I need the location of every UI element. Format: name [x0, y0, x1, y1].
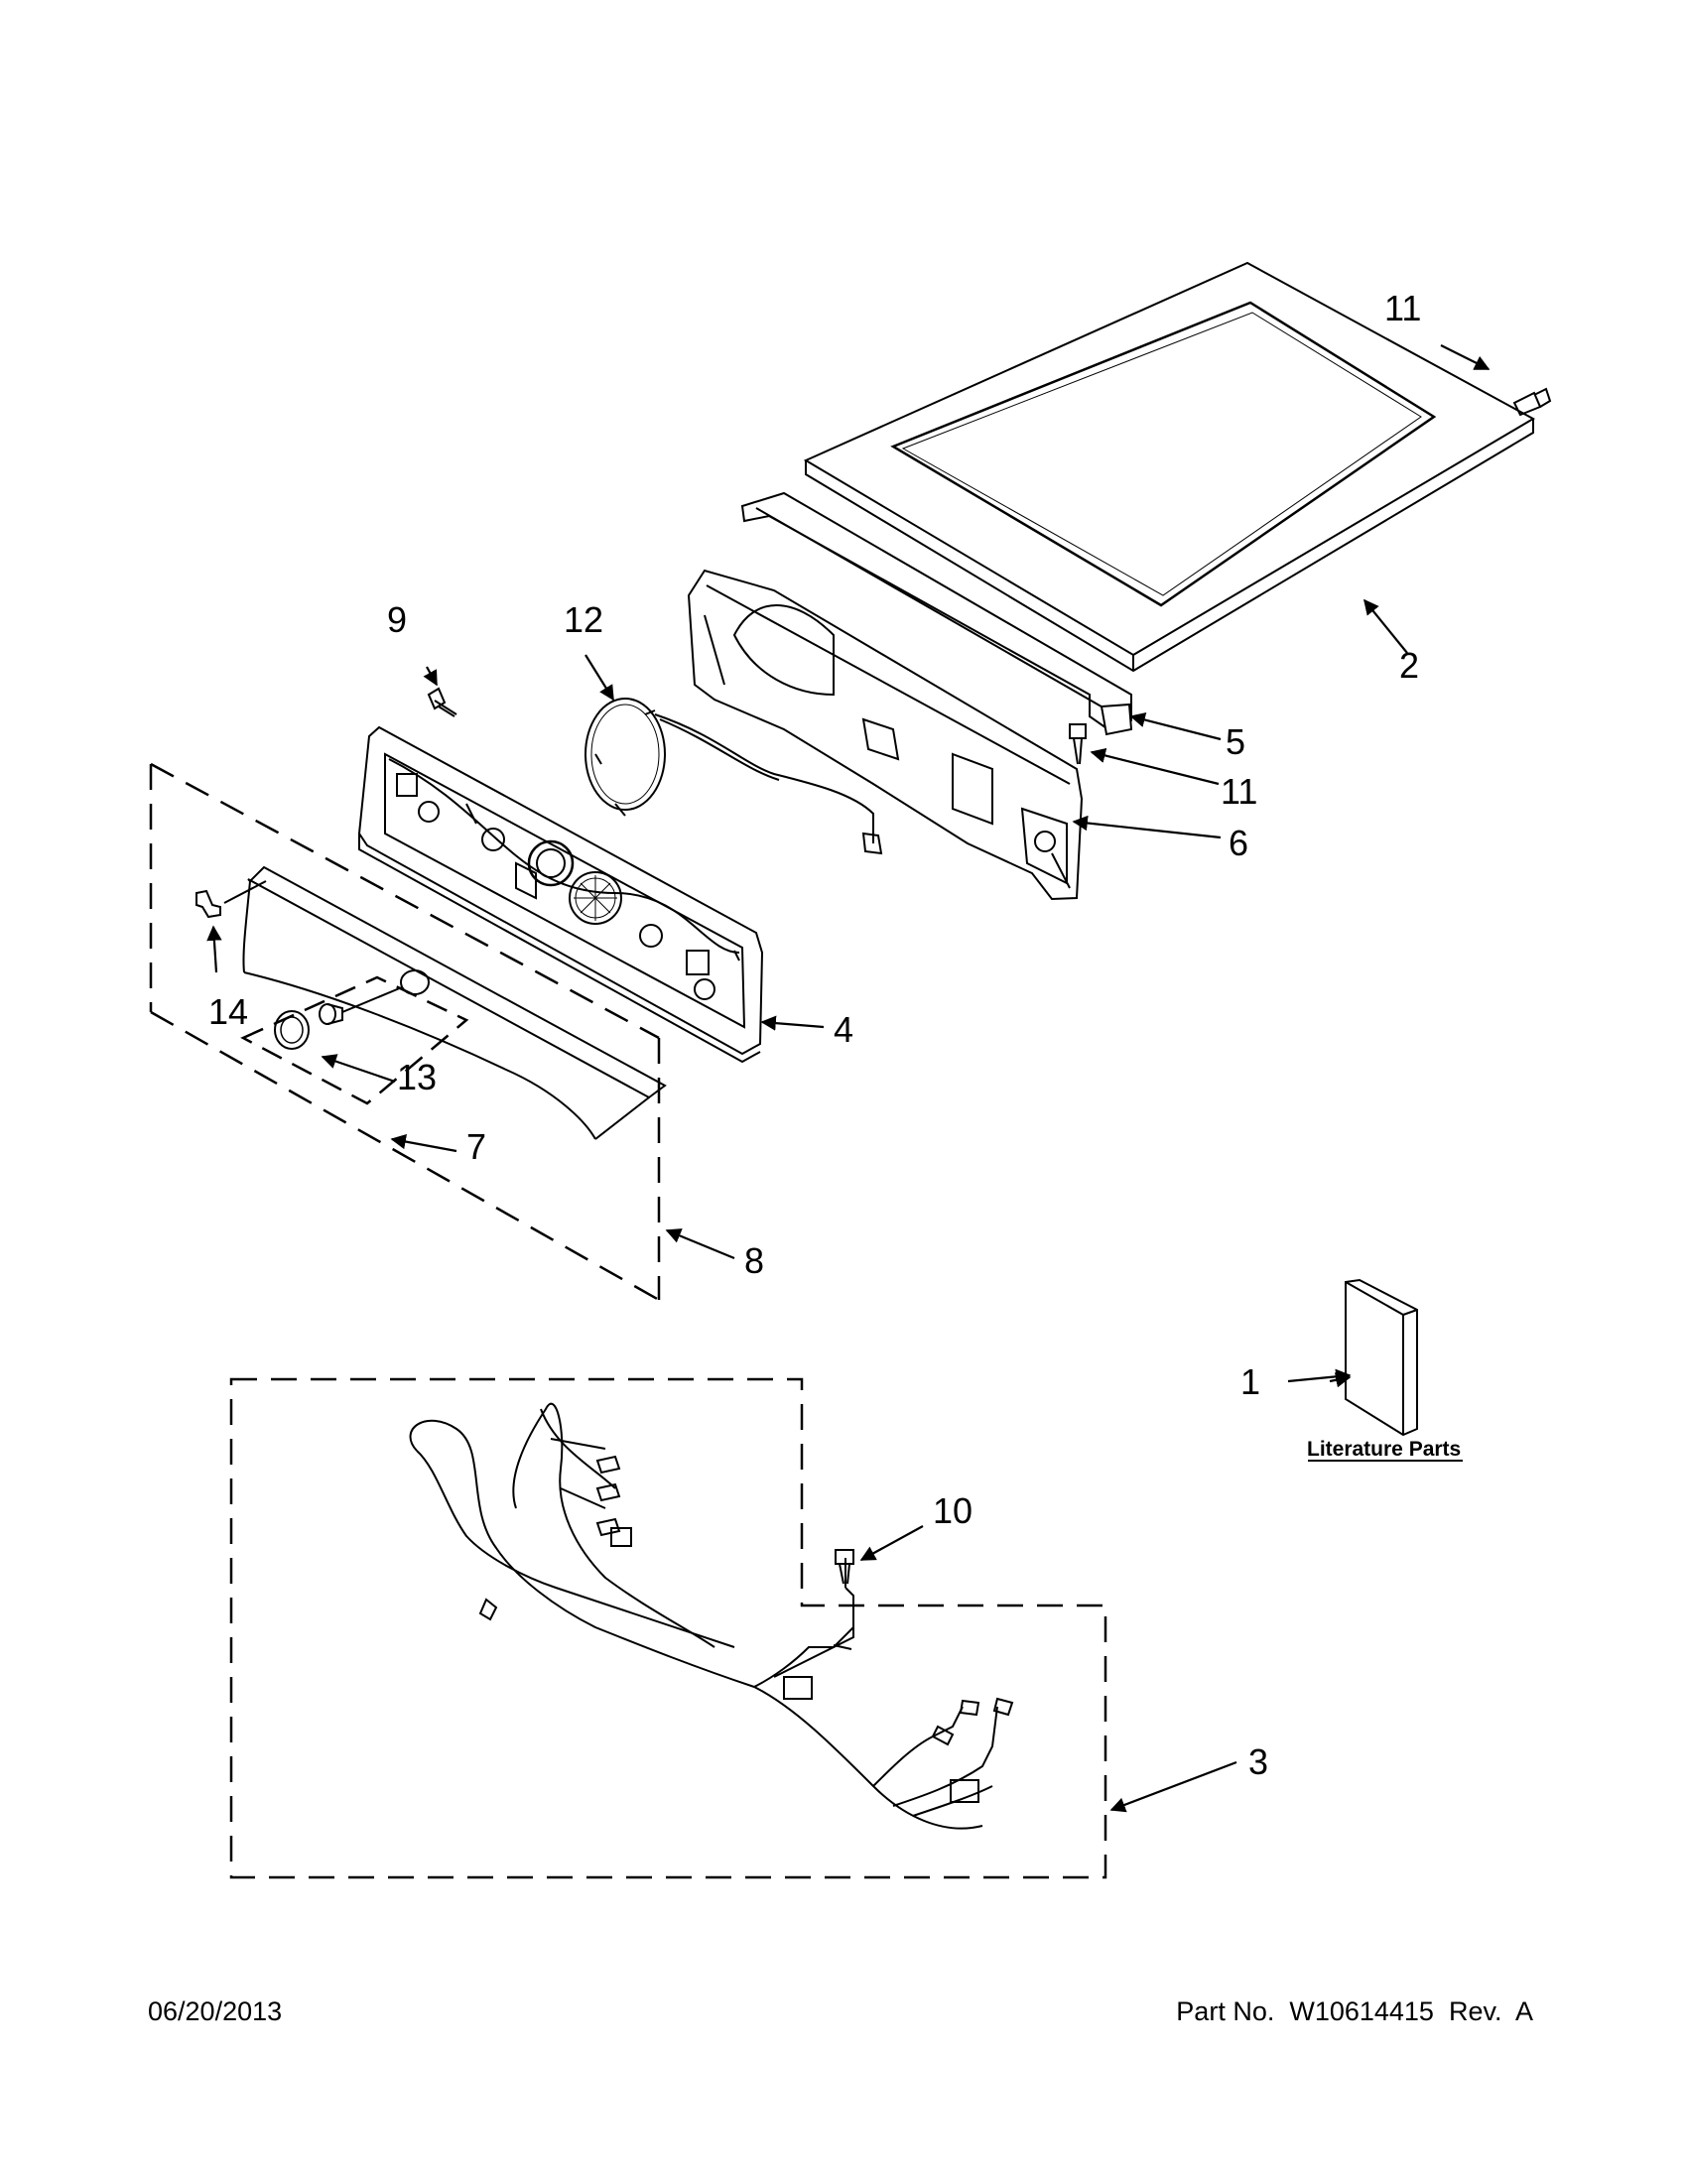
- callout-1: 1: [1240, 1361, 1260, 1402]
- screw-9: [427, 687, 457, 717]
- screw-11-mid: [1069, 723, 1087, 765]
- clip: [195, 880, 267, 919]
- control-knob: [274, 986, 403, 1050]
- callout-4: 4: [834, 1009, 853, 1050]
- top-cover: [803, 261, 1536, 673]
- callout-13: 13: [397, 1057, 437, 1097]
- callout-6: 6: [1229, 823, 1248, 863]
- callout-10: 10: [933, 1490, 973, 1531]
- main-harness: [409, 1402, 1014, 1830]
- screw-11-top: [1512, 387, 1552, 417]
- leader-arrows: [206, 344, 1491, 1813]
- callout-11-top: 11: [1384, 288, 1421, 328]
- callout-8: 8: [744, 1240, 764, 1281]
- callout-11-mid: 11: [1221, 771, 1257, 812]
- callout-9: 9: [387, 599, 407, 640]
- callout-14: 14: [208, 991, 248, 1032]
- literature-book: [1345, 1278, 1418, 1437]
- callout-3: 3: [1248, 1741, 1268, 1782]
- callout-12: 12: [564, 599, 603, 640]
- console-panel: [357, 725, 764, 1064]
- ground-screw: [835, 1549, 854, 1585]
- console-fascia: [242, 865, 667, 1140]
- footer-date: 06/20/2013: [148, 1996, 283, 2026]
- footer-part-number: Part No. W10614415 Rev. A: [1176, 1996, 1533, 2026]
- mounting-bracket: [740, 491, 1133, 736]
- group-boundary-8: [149, 762, 661, 1302]
- callout-7: 7: [466, 1126, 486, 1167]
- group-boundary-7: [240, 975, 469, 1105]
- console-support: [687, 569, 1084, 901]
- callout-5: 5: [1226, 721, 1245, 762]
- sensor-harness: [584, 698, 883, 855]
- callout-2: 2: [1399, 645, 1419, 686]
- literature-parts-label: Literature Parts: [1307, 1438, 1461, 1461]
- group-boundary-3: [229, 1377, 1107, 1879]
